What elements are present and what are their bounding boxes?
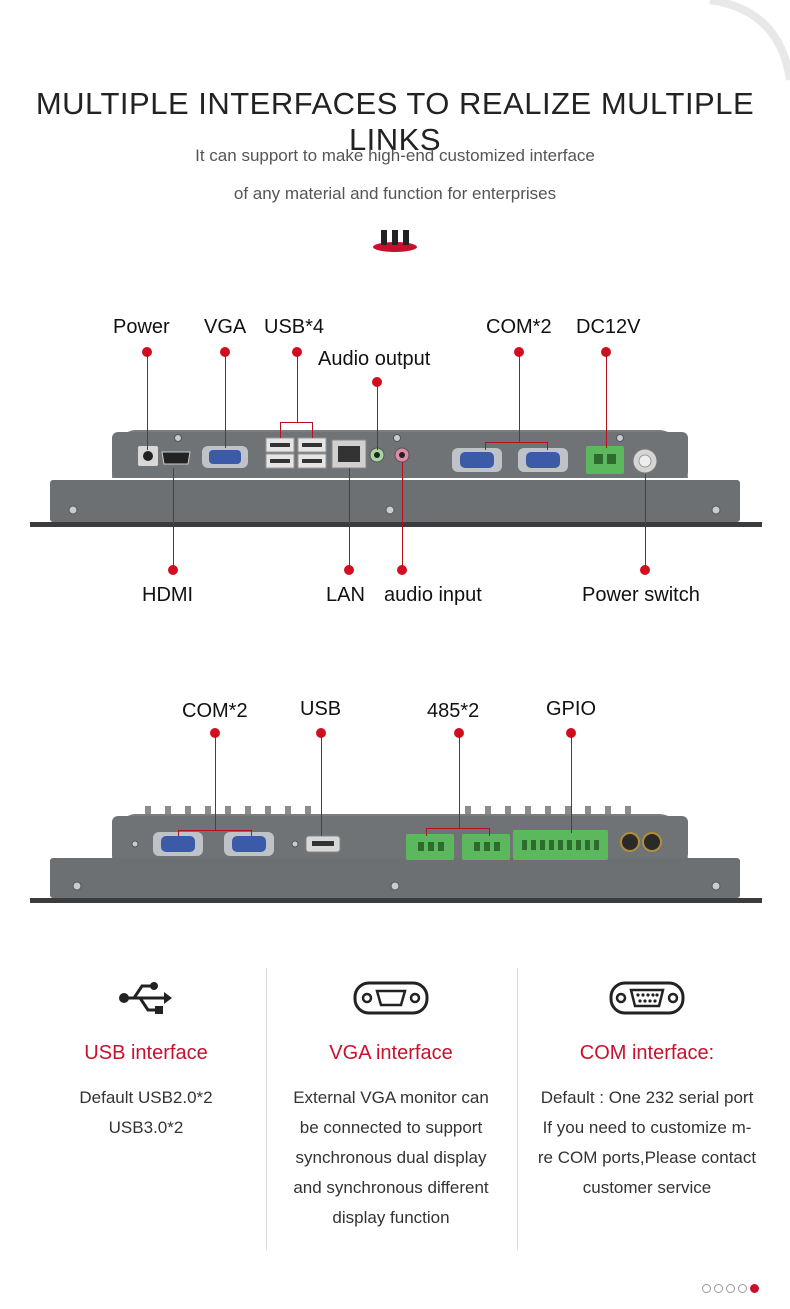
title-divider-icon <box>373 230 417 252</box>
antenna-connector-2 <box>642 832 662 852</box>
label-vga: VGA <box>204 316 247 338</box>
label-com2-bottom: COM*2 <box>182 700 248 722</box>
label-audio-input: audio input <box>384 584 482 606</box>
label-485: 485*2 <box>427 700 480 722</box>
usb-ports <box>265 437 327 469</box>
device-bezel-2 <box>50 858 740 898</box>
label-gpio: GPIO <box>546 698 597 720</box>
subtitle-line-1: It can support to make high-end customiz… <box>195 146 595 165</box>
feature-vga-title: VGA interface <box>329 1042 453 1064</box>
label-power: Power <box>113 316 170 338</box>
feature-usb-title: USB interface <box>84 1042 208 1064</box>
label-audio-output: Audio output <box>318 348 431 370</box>
dc12v-terminal <box>586 446 624 474</box>
label-dc12v: DC12V <box>576 316 641 338</box>
pager-dot-5[interactable] <box>750 1284 759 1293</box>
pager <box>702 1284 759 1293</box>
com-icon <box>522 968 772 1028</box>
feature-usb-desc: Default USB2.0*2 USB3.0*2 <box>79 1088 213 1137</box>
device-bezel <box>50 480 740 522</box>
antenna-connector-1 <box>620 832 640 852</box>
feature-com-title: COM interface: <box>579 1042 715 1064</box>
feature-vga-desc: External VGA monitor can be connected to… <box>293 1088 489 1227</box>
label-usb4: USB*4 <box>264 316 325 338</box>
feature-divider-1 <box>266 968 267 1250</box>
usb-icon <box>21 968 271 1028</box>
label-lan: LAN <box>326 584 365 606</box>
device-panel-bottom <box>30 806 762 903</box>
pager-dot-4[interactable] <box>738 1284 747 1293</box>
pager-dot-2[interactable] <box>714 1284 723 1293</box>
hdmi-port <box>161 451 191 465</box>
feature-com: COM interface: Default : One 232 serial … <box>522 968 772 1203</box>
feature-divider-2 <box>517 968 518 1250</box>
feature-usb: USB interface Default USB2.0*2 USB3.0*2 <box>21 968 271 1143</box>
label-power-switch: Power switch <box>582 584 700 606</box>
device-panel-top <box>30 430 762 527</box>
vga-icon <box>266 968 516 1028</box>
page-title: MULTIPLE INTERFACES TO REALIZE MULTIPLE … <box>35 86 755 157</box>
feature-com-desc: Default : One 232 serial port If you nee… <box>537 1088 757 1197</box>
label-com2: COM*2 <box>486 316 552 338</box>
corner-decoration <box>709 0 790 81</box>
subtitle-line-2: of any material and function for enterpr… <box>233 184 557 203</box>
pager-dot-3[interactable] <box>726 1284 735 1293</box>
pager-dot-1[interactable] <box>702 1284 711 1293</box>
feature-vga: VGA interface External VGA monitor can b… <box>266 968 516 1233</box>
label-hdmi: HDMI <box>142 584 194 606</box>
label-usb: USB <box>300 698 342 720</box>
